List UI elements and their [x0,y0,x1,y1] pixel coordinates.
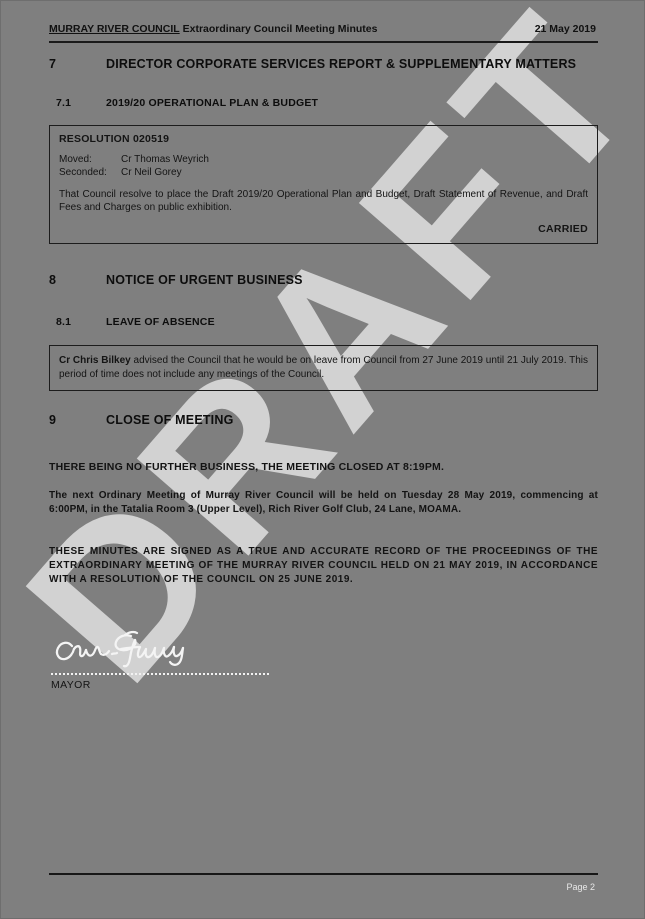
resolution-moved-label: Moved: [59,154,92,165]
leave-of-absence-box: Cr Chris Bilkey advised the Council that… [49,345,598,391]
section-title-8: NOTICE OF URGENT BUSINESS [106,273,303,287]
page-number: Page 2 [566,882,595,892]
mayor-signature-image [55,630,185,668]
running-header: MURRAY RIVER COUNCIL Extraordinary Counc… [49,23,598,43]
header-subject: Extraordinary Council Meeting Minutes [182,23,378,35]
section-heading-7: 7 DIRECTOR CORPORATE SERVICES REPORT & S… [49,57,609,71]
section-number-9: 9 [49,413,57,427]
section-heading-9: 9 CLOSE OF MEETING [49,413,609,427]
next-meeting-paragraph: The next Ordinary Meeting of Murray Rive… [49,490,598,515]
leave-of-absence-body: Cr Chris Bilkey advised the Council that… [59,354,588,381]
leave-of-absence-councillor: Cr Chris Bilkey [59,355,131,366]
section-heading-7-1: 7.1 2019/20 OPERATIONAL PLAN & BUDGET [56,97,616,109]
section-title-9: CLOSE OF MEETING [106,413,234,427]
certification-paragraph: THESE MINUTES ARE SIGNED AS A TRUE AND A… [49,546,598,586]
section-number-7-1: 7.1 [56,97,72,109]
section-title-8-1: LEAVE OF ABSENCE [106,316,215,328]
running-header-left: MURRAY RIVER COUNCIL Extraordinary Counc… [49,23,377,35]
signature-rule [51,673,269,675]
resolution-seconded-line: Seconded: Cr Neil Gorey [59,167,588,180]
resolution-moved-line: Moved: Cr Thomas Weyrich [59,154,588,167]
section-number-8-1: 8.1 [56,316,72,328]
resolution-moved-name: Cr Thomas Weyrich [121,154,209,165]
resolution-box: RESOLUTION 020519 Moved: Cr Thomas Weyri… [49,125,598,244]
section-title-7-1: 2019/20 OPERATIONAL PLAN & BUDGET [106,97,319,109]
section-heading-8: 8 NOTICE OF URGENT BUSINESS [49,273,609,287]
resolution-outcome: CARRIED [538,223,588,235]
section-number-8: 8 [49,273,57,287]
resolution-body: That Council resolve to place the Draft … [59,189,588,213]
header-date: 21 May 2019 [534,23,596,35]
section-title-7: DIRECTOR CORPORATE SERVICES REPORT & SUP… [106,57,577,71]
signature-block: MAYOR [51,629,281,691]
header-council-name: MURRAY RIVER COUNCIL [49,23,180,35]
signature-label: MAYOR [51,679,91,691]
page-footer: Page 2 [49,873,598,895]
section-heading-8-1: 8.1 LEAVE OF ABSENCE [56,316,616,328]
resolution-seconded-label: Seconded: [59,166,107,178]
leave-of-absence-text: advised the Council that he would be on … [59,355,588,380]
resolution-seconded-name: Cr Neil Gorey [121,166,182,178]
resolution-heading: RESOLUTION 020519 [59,133,170,145]
closing-statement: THERE BEING NO FURTHER BUSINESS, THE MEE… [49,461,445,473]
section-number-7: 7 [49,57,57,71]
